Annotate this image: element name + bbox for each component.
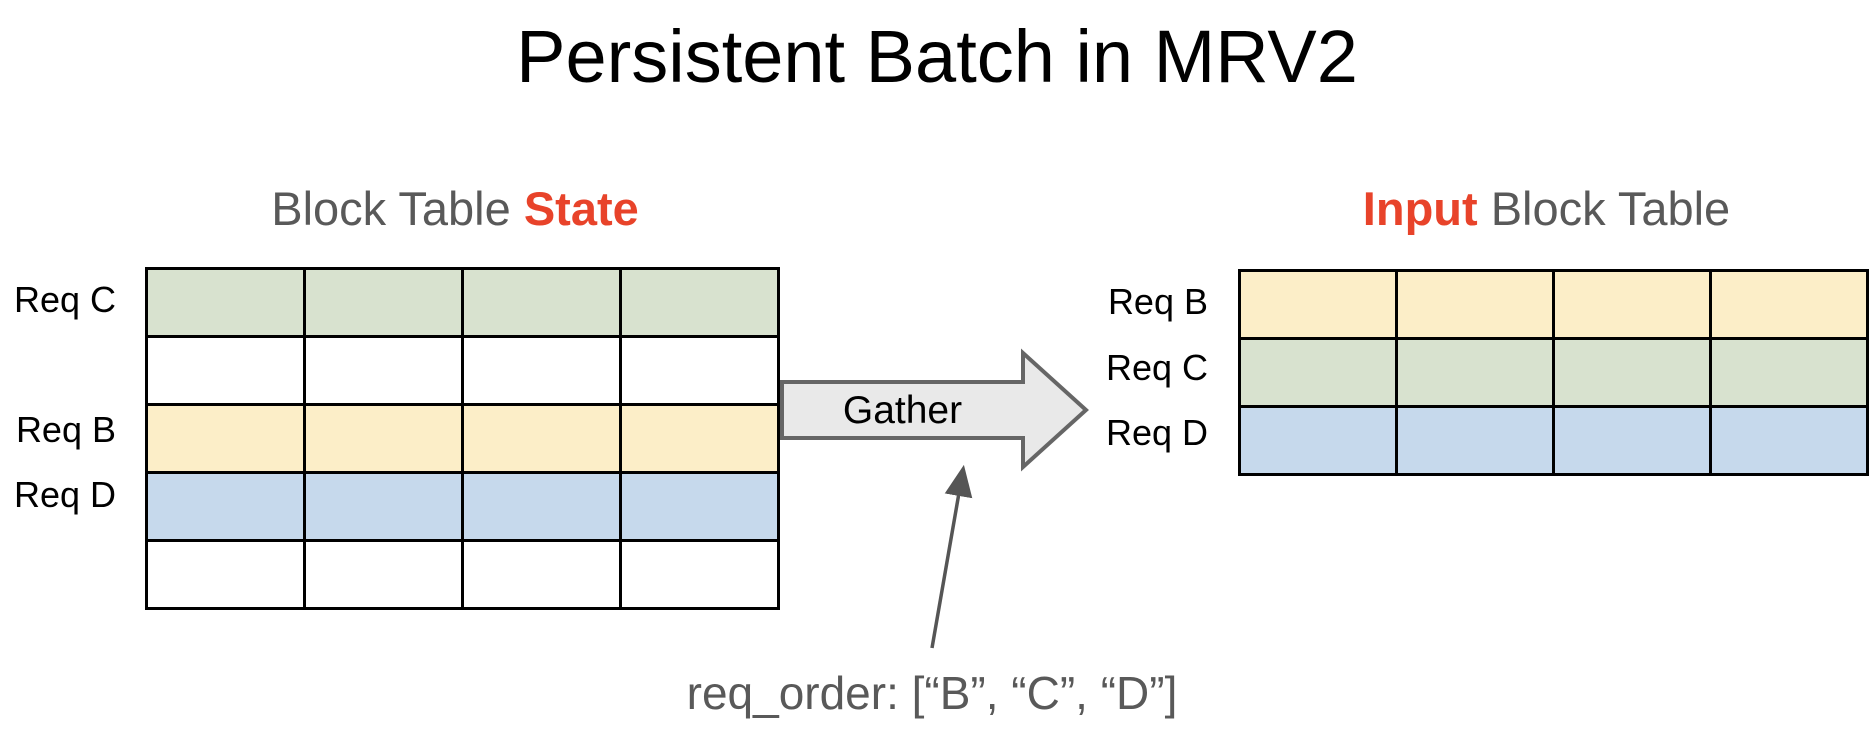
block-cell: [461, 471, 622, 542]
state-table-row-req-d: [145, 471, 780, 542]
input-block-table: [1238, 269, 1869, 476]
block-cell: [303, 267, 464, 338]
block-cell: [1395, 337, 1555, 408]
block-cell: [303, 539, 464, 610]
input-row-label-req-c: Req C: [1105, 347, 1208, 388]
req-order-annotation: req_order: [“B”, “C”, “D”]: [686, 667, 1178, 719]
state-table-row-empty-1: [145, 335, 780, 406]
input-row-label-req-d: Req D: [1105, 412, 1208, 453]
block-cell: [145, 335, 306, 406]
block-cell: [145, 471, 306, 542]
block-cell: [461, 403, 622, 474]
state-table-row-empty-2: [145, 539, 780, 610]
block-cell: [1709, 269, 1869, 340]
block-cell: [145, 267, 306, 338]
annotation-pointer-arrow: [930, 464, 973, 649]
block-cell: [461, 267, 622, 338]
block-cell: [619, 335, 780, 406]
state-table-header-highlight: State: [523, 182, 639, 235]
state-table-header: Block Table State: [145, 180, 765, 238]
input-table-row-req-b: [1238, 269, 1869, 340]
state-table-row-req-b: [145, 403, 780, 474]
state-row-label-req-d: Req D: [13, 474, 116, 515]
block-cell: [1395, 405, 1555, 476]
block-cell: [619, 471, 780, 542]
gather-arrow-shape: [780, 348, 1089, 472]
input-table-header-text: Block Table: [1477, 182, 1731, 235]
input-row-label-req-b: Req B: [1107, 281, 1208, 322]
input-table-row-req-d: [1238, 405, 1869, 476]
block-cell: [619, 539, 780, 610]
input-table-header: Input Block Table: [1238, 180, 1855, 238]
block-cell: [303, 335, 464, 406]
input-table-row-req-c: [1238, 337, 1869, 408]
state-row-label-req-c: Req C: [13, 279, 116, 320]
block-cell: [145, 539, 306, 610]
block-cell: [1552, 405, 1712, 476]
block-cell: [461, 335, 622, 406]
state-row-label-req-b: Req B: [15, 409, 116, 450]
block-cell: [303, 403, 464, 474]
state-table-header-text: Block Table: [271, 182, 524, 235]
block-cell: [1552, 269, 1712, 340]
block-cell: [1709, 337, 1869, 408]
state-table-row-req-c: [145, 267, 780, 338]
block-cell: [1395, 269, 1555, 340]
block-cell: [1552, 337, 1712, 408]
block-cell: [461, 539, 622, 610]
block-cell: [145, 403, 306, 474]
state-block-table: [145, 267, 780, 610]
block-cell: [303, 471, 464, 542]
input-table-header-highlight: Input: [1362, 182, 1478, 235]
block-cell: [1709, 405, 1869, 476]
gather-arrow-label: Gather: [842, 389, 963, 432]
block-cell: [619, 403, 780, 474]
block-cell: [1238, 405, 1398, 476]
block-cell: [619, 267, 780, 338]
slide-title: Persistent Batch in MRV2: [516, 15, 1358, 98]
block-cell: [1238, 269, 1398, 340]
block-cell: [1238, 337, 1398, 408]
